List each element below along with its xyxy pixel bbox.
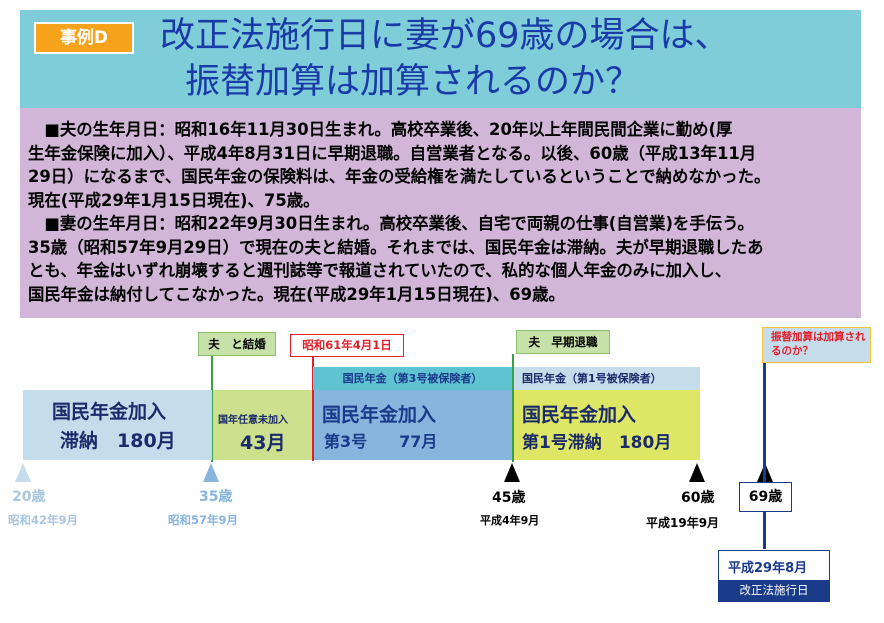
title-line-2: 振替加算は加算されるのか？ — [185, 62, 641, 102]
callout-showa61: 昭和61年4月1日 — [290, 334, 404, 357]
callout-retire: 夫 早期退職 — [516, 330, 610, 354]
tick-20-triangle — [15, 463, 31, 482]
segment1-line2: 滞納 180月 — [60, 430, 176, 452]
tick-age-35: 35歳 — [199, 489, 233, 505]
husband-text-1: ■夫の生年月日：昭和16年11月30日生まれ。高校卒業後、20年以上年間民間企業… — [28, 120, 733, 139]
case-description: ■夫の生年月日：昭和16年11月30日生まれ。高校卒業後、20年以上年間民間企業… — [20, 108, 861, 318]
wife-text-3: とも、年金はいずれ崩壊すると週刊誌等で報道されていたので、私的な個人年金のみに加… — [28, 261, 732, 280]
marriage-line — [211, 356, 213, 462]
segment4-line1: 国民年金加入 — [522, 404, 637, 426]
tick-60-triangle — [689, 463, 705, 482]
segment3-line1: 国民年金加入 — [322, 404, 437, 426]
segment-arrears-20-35 — [23, 390, 212, 460]
tick-date-60: 平成19年9月 — [646, 516, 720, 530]
segment-no1-45-60 — [514, 390, 700, 460]
tick-45-triangle — [504, 463, 520, 482]
segment2-line1: 国年任意未加入 — [218, 415, 288, 426]
tick-date-35: 昭和57年9月 — [168, 513, 239, 527]
law-date-label: 平成29年8月 — [728, 561, 808, 576]
wife-text-1: ■妻の生年月日：昭和22年9月30日生まれ。高校卒業後、自宅で両親の仕事(自営業… — [28, 214, 754, 233]
husband-text-2: 生年金保険に加入）、平成4年8月31日に早期退職。自営業者となる。以後、60歳（… — [28, 143, 757, 163]
callout-marriage: 夫 と結婚 — [198, 332, 276, 356]
law-date-box — [718, 550, 830, 602]
showa61-line — [312, 357, 314, 461]
wife-text-4: 国民年金は納付してこなかった。現在(平成29年1月15日現在)、69歳。 — [28, 284, 565, 304]
segment-no3-39-45 — [314, 390, 512, 460]
header-no3: 国民年金（第3号被保険者） — [313, 367, 512, 390]
segment3-line2: 第3号 77月 — [324, 432, 438, 451]
wife-text-2: 35歳（昭和57年9月29日）で現在の夫と結婚。それまでは、国民年金は滞納。夫が… — [28, 237, 764, 257]
retire-line — [512, 354, 514, 462]
tick-69-triangle — [757, 463, 773, 482]
tick-age-69: 69歳 — [739, 482, 792, 512]
segment-voluntary-35-39 — [213, 390, 312, 460]
law-effective-band: 改正法施行日 — [719, 580, 829, 601]
segment2-line2: 43月 — [240, 432, 286, 454]
law-date-line — [763, 363, 766, 549]
header-banner — [20, 10, 861, 108]
tick-35-triangle — [203, 463, 219, 482]
case-badge: 事例D — [34, 22, 134, 54]
segment1-line1: 国民年金加入 — [52, 401, 167, 423]
header-no1: 国民年金（第1号被保険者） — [514, 367, 700, 390]
tick-age-20: 20歳 — [12, 489, 46, 505]
title-line-1: 改正法施行日に妻が69歳の場合は、 — [160, 16, 730, 56]
husband-text-3: 29日）になるまで、国民年金の保険料は、年金の受給権を満たしているということで納… — [28, 167, 771, 186]
tick-age-60: 60歳 — [681, 490, 715, 506]
husband-text-4: 現在(平成29年1月15日現在)、75歳。 — [28, 190, 320, 210]
tick-date-45: 平成4年9月 — [480, 514, 540, 527]
tick-date-20: 昭和42年9月 — [8, 513, 79, 527]
segment4-line2: 第1号滞納 180月 — [522, 433, 672, 453]
callout-question: 振替加算は加算されるのか？ — [762, 327, 871, 363]
tick-age-45: 45歳 — [492, 490, 526, 506]
